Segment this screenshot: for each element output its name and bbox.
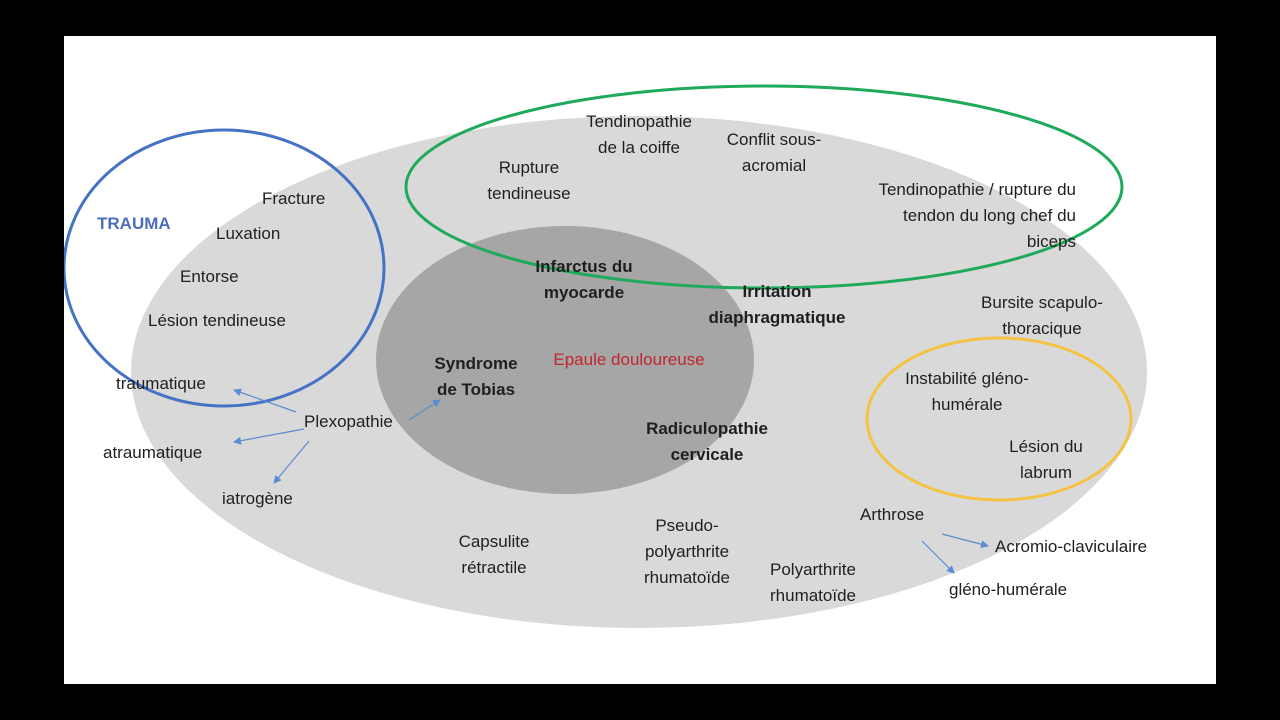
tendon-item-coiffe: Tendinopathie de la coiffe	[586, 112, 692, 157]
plexopathie-branch-traumatique: traumatique	[116, 374, 206, 393]
plexopathie-branch-iatrogene: iatrogène	[222, 489, 293, 508]
tendon-item-rupture: Rupture tendineuse	[487, 158, 571, 203]
center-item-tobias: Syndrome de Tobias	[434, 354, 518, 399]
arthrose-label: Arthrose	[860, 505, 925, 524]
arrow-to-plexopathie-center	[408, 399, 441, 421]
tendon-item-conflit: Conflit sous- acromial	[726, 130, 822, 175]
arthrose-branch-gleno-humerale: gléno-humérale	[949, 580, 1068, 599]
instability-ellipse	[865, 336, 1133, 502]
arrow-to-atraumatique	[233, 428, 305, 445]
arrow-to-iatrogene	[273, 440, 310, 484]
arthrose-branch-acromio-claviculaire: Acromio-claviculaire	[995, 537, 1148, 556]
trauma-item-lesion: Lésion tendineuse	[148, 311, 287, 330]
tendon-ellipse	[404, 84, 1124, 290]
tendon-item-biceps: Tendinopathie / rupture du tendon du lon…	[878, 180, 1076, 251]
trauma-title: TRAUMA	[97, 214, 171, 233]
plexopathie-branch-atraumatique: atraumatique	[103, 443, 203, 462]
trauma-item-luxation: Luxation	[216, 224, 281, 243]
plexopathie-label: Plexopathie	[304, 412, 393, 431]
arrow-to-traumatique	[233, 388, 297, 413]
polyarthrite-label: Polyarthrite rhumatoïde	[770, 560, 856, 605]
center-item-radiculopathie: Radiculopathie cervicale	[646, 419, 768, 464]
trauma-circle	[64, 128, 386, 408]
arrow-to-gleno-humerale	[921, 540, 955, 574]
pseudo-polyarthrite-label: Pseudo- polyarthrite rhumatoïde	[644, 516, 730, 587]
capsulite-label: Capsulite rétractile	[458, 532, 530, 577]
bursite-label: Bursite scapulo- thoracique	[981, 293, 1103, 338]
inner-ellipse	[376, 226, 754, 494]
arrow-to-acromio-claviculaire	[941, 533, 989, 549]
center-item-irritation: Irritation diaphragmatique	[708, 282, 846, 327]
diagram-shapes	[64, 84, 1147, 628]
center-title: Epaule douloureuse	[553, 350, 705, 369]
trauma-item-fracture: Fracture	[262, 189, 326, 208]
center-item-infarctus: Infarctus du myocarde	[535, 257, 633, 302]
instability-item-labrum: Lésion du labrum	[1009, 437, 1083, 482]
trauma-item-entorse: Entorse	[180, 267, 239, 286]
slide: Epaule douloureuse Infarctus du myocarde…	[64, 36, 1216, 684]
instability-item-gleno-humerale: Instabilité gléno- humérale	[905, 369, 1029, 414]
